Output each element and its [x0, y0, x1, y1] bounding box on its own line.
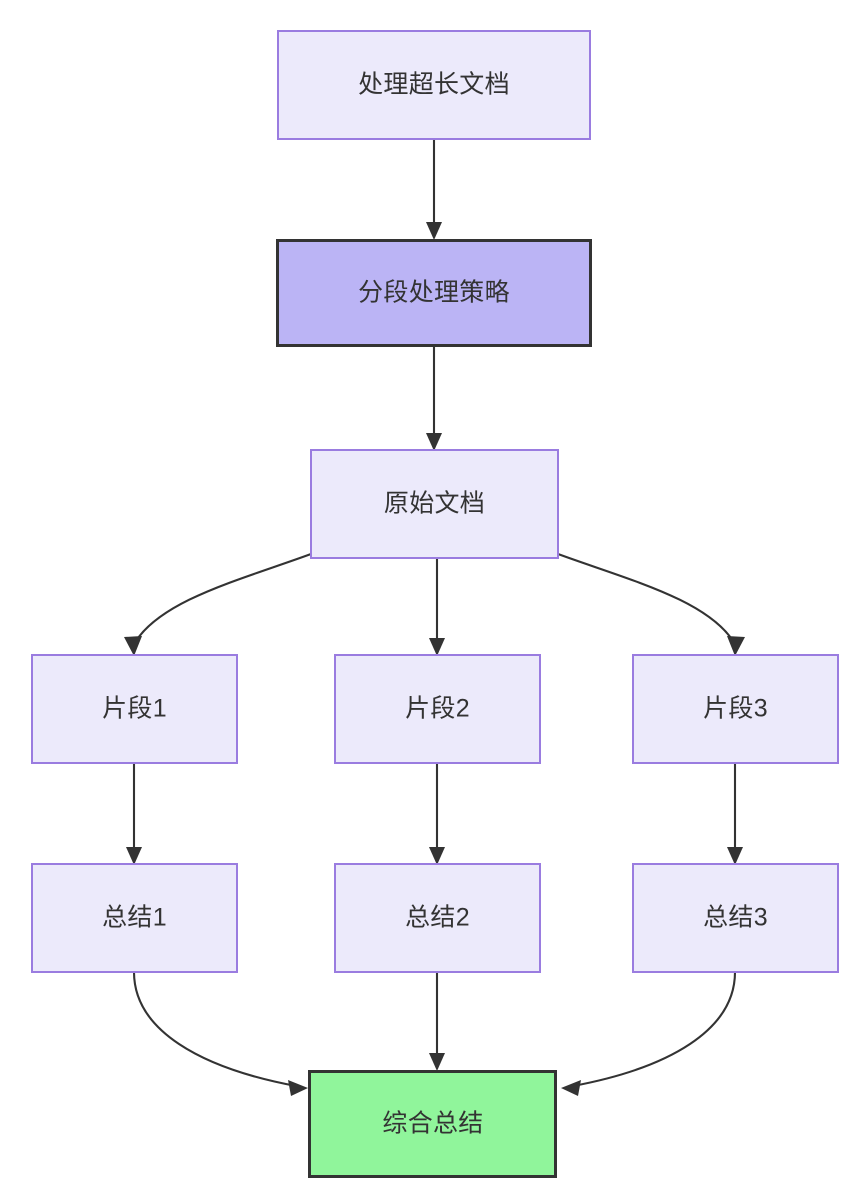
node-shape[interactable]	[31, 654, 238, 764]
edge-summary-2-to-final-summary	[429, 972, 445, 1071]
node-label-chunk-strategy: 分段处理策略	[358, 279, 510, 307]
node-label-summary-1: 总结1	[102, 904, 167, 932]
node-shape[interactable]	[308, 1070, 557, 1178]
edge-line	[572, 971, 737, 1088]
node-summary-2[interactable]: 总结2	[334, 863, 541, 973]
node-chunk-strategy[interactable]: 分段处理策略	[276, 239, 592, 347]
arrow-head-icon	[727, 636, 745, 656]
arrow-head-icon	[124, 636, 142, 656]
arrow-head-icon	[429, 1053, 445, 1071]
edge-process-long-doc-to-chunk-strategy	[426, 139, 442, 240]
arrow-head-icon	[429, 847, 445, 865]
node-shape[interactable]	[334, 654, 541, 764]
arrow-head-icon	[727, 847, 743, 865]
edge-line	[132, 971, 297, 1088]
node-label-fragment-3: 片段3	[703, 695, 768, 723]
node-shape[interactable]	[632, 654, 839, 764]
node-label-fragment-1: 片段1	[102, 695, 167, 723]
node-label-original-doc: 原始文档	[384, 490, 485, 518]
edge-line	[557, 553, 736, 645]
arrow-head-icon	[426, 222, 442, 240]
arrow-head-icon	[561, 1080, 581, 1096]
node-original-doc[interactable]: 原始文档	[310, 449, 559, 559]
edge-fragment-2-to-summary-2	[429, 763, 445, 865]
node-shape[interactable]	[632, 863, 839, 973]
node-label-final-summary: 综合总结	[382, 1110, 483, 1138]
node-process-long-doc[interactable]: 处理超长文档	[277, 30, 591, 140]
edge-chunk-strategy-to-original-doc	[426, 347, 442, 451]
node-fragment-3[interactable]: 片段3	[632, 654, 839, 764]
edge-summary-1-to-final-summary	[132, 971, 308, 1096]
edge-fragment-3-to-summary-3	[727, 763, 743, 865]
node-summary-3[interactable]: 总结3	[632, 863, 839, 973]
edge-original-doc-to-fragment-1	[124, 553, 312, 656]
node-shape[interactable]	[334, 863, 541, 973]
node-shape[interactable]	[310, 449, 559, 559]
node-shape[interactable]	[276, 239, 592, 347]
arrow-head-icon	[288, 1080, 308, 1096]
arrow-head-icon	[429, 638, 445, 656]
edge-original-doc-to-fragment-3	[557, 553, 745, 656]
arrow-head-icon	[126, 847, 142, 865]
node-label-summary-2: 总结2	[405, 904, 470, 932]
node-shape[interactable]	[277, 30, 591, 140]
edge-line	[133, 553, 312, 645]
node-fragment-1[interactable]: 片段1	[31, 654, 238, 764]
node-label-fragment-2: 片段2	[405, 695, 470, 723]
node-layer: 处理超长文档 分段处理策略 原始文档 片段1 片段2	[31, 30, 839, 1178]
node-final-summary[interactable]: 综合总结	[308, 1070, 557, 1178]
arrow-head-icon	[426, 433, 442, 451]
edge-layer	[124, 139, 745, 1096]
node-fragment-2[interactable]: 片段2	[334, 654, 541, 764]
edge-summary-3-to-final-summary	[561, 971, 737, 1096]
node-label-process-long-doc: 处理超长文档	[358, 71, 510, 99]
node-label-summary-3: 总结3	[703, 904, 768, 932]
edge-fragment-1-to-summary-1	[126, 763, 142, 865]
edge-original-doc-to-fragment-2	[429, 558, 445, 656]
node-shape[interactable]	[31, 863, 238, 973]
node-summary-1[interactable]: 总结1	[31, 863, 238, 973]
